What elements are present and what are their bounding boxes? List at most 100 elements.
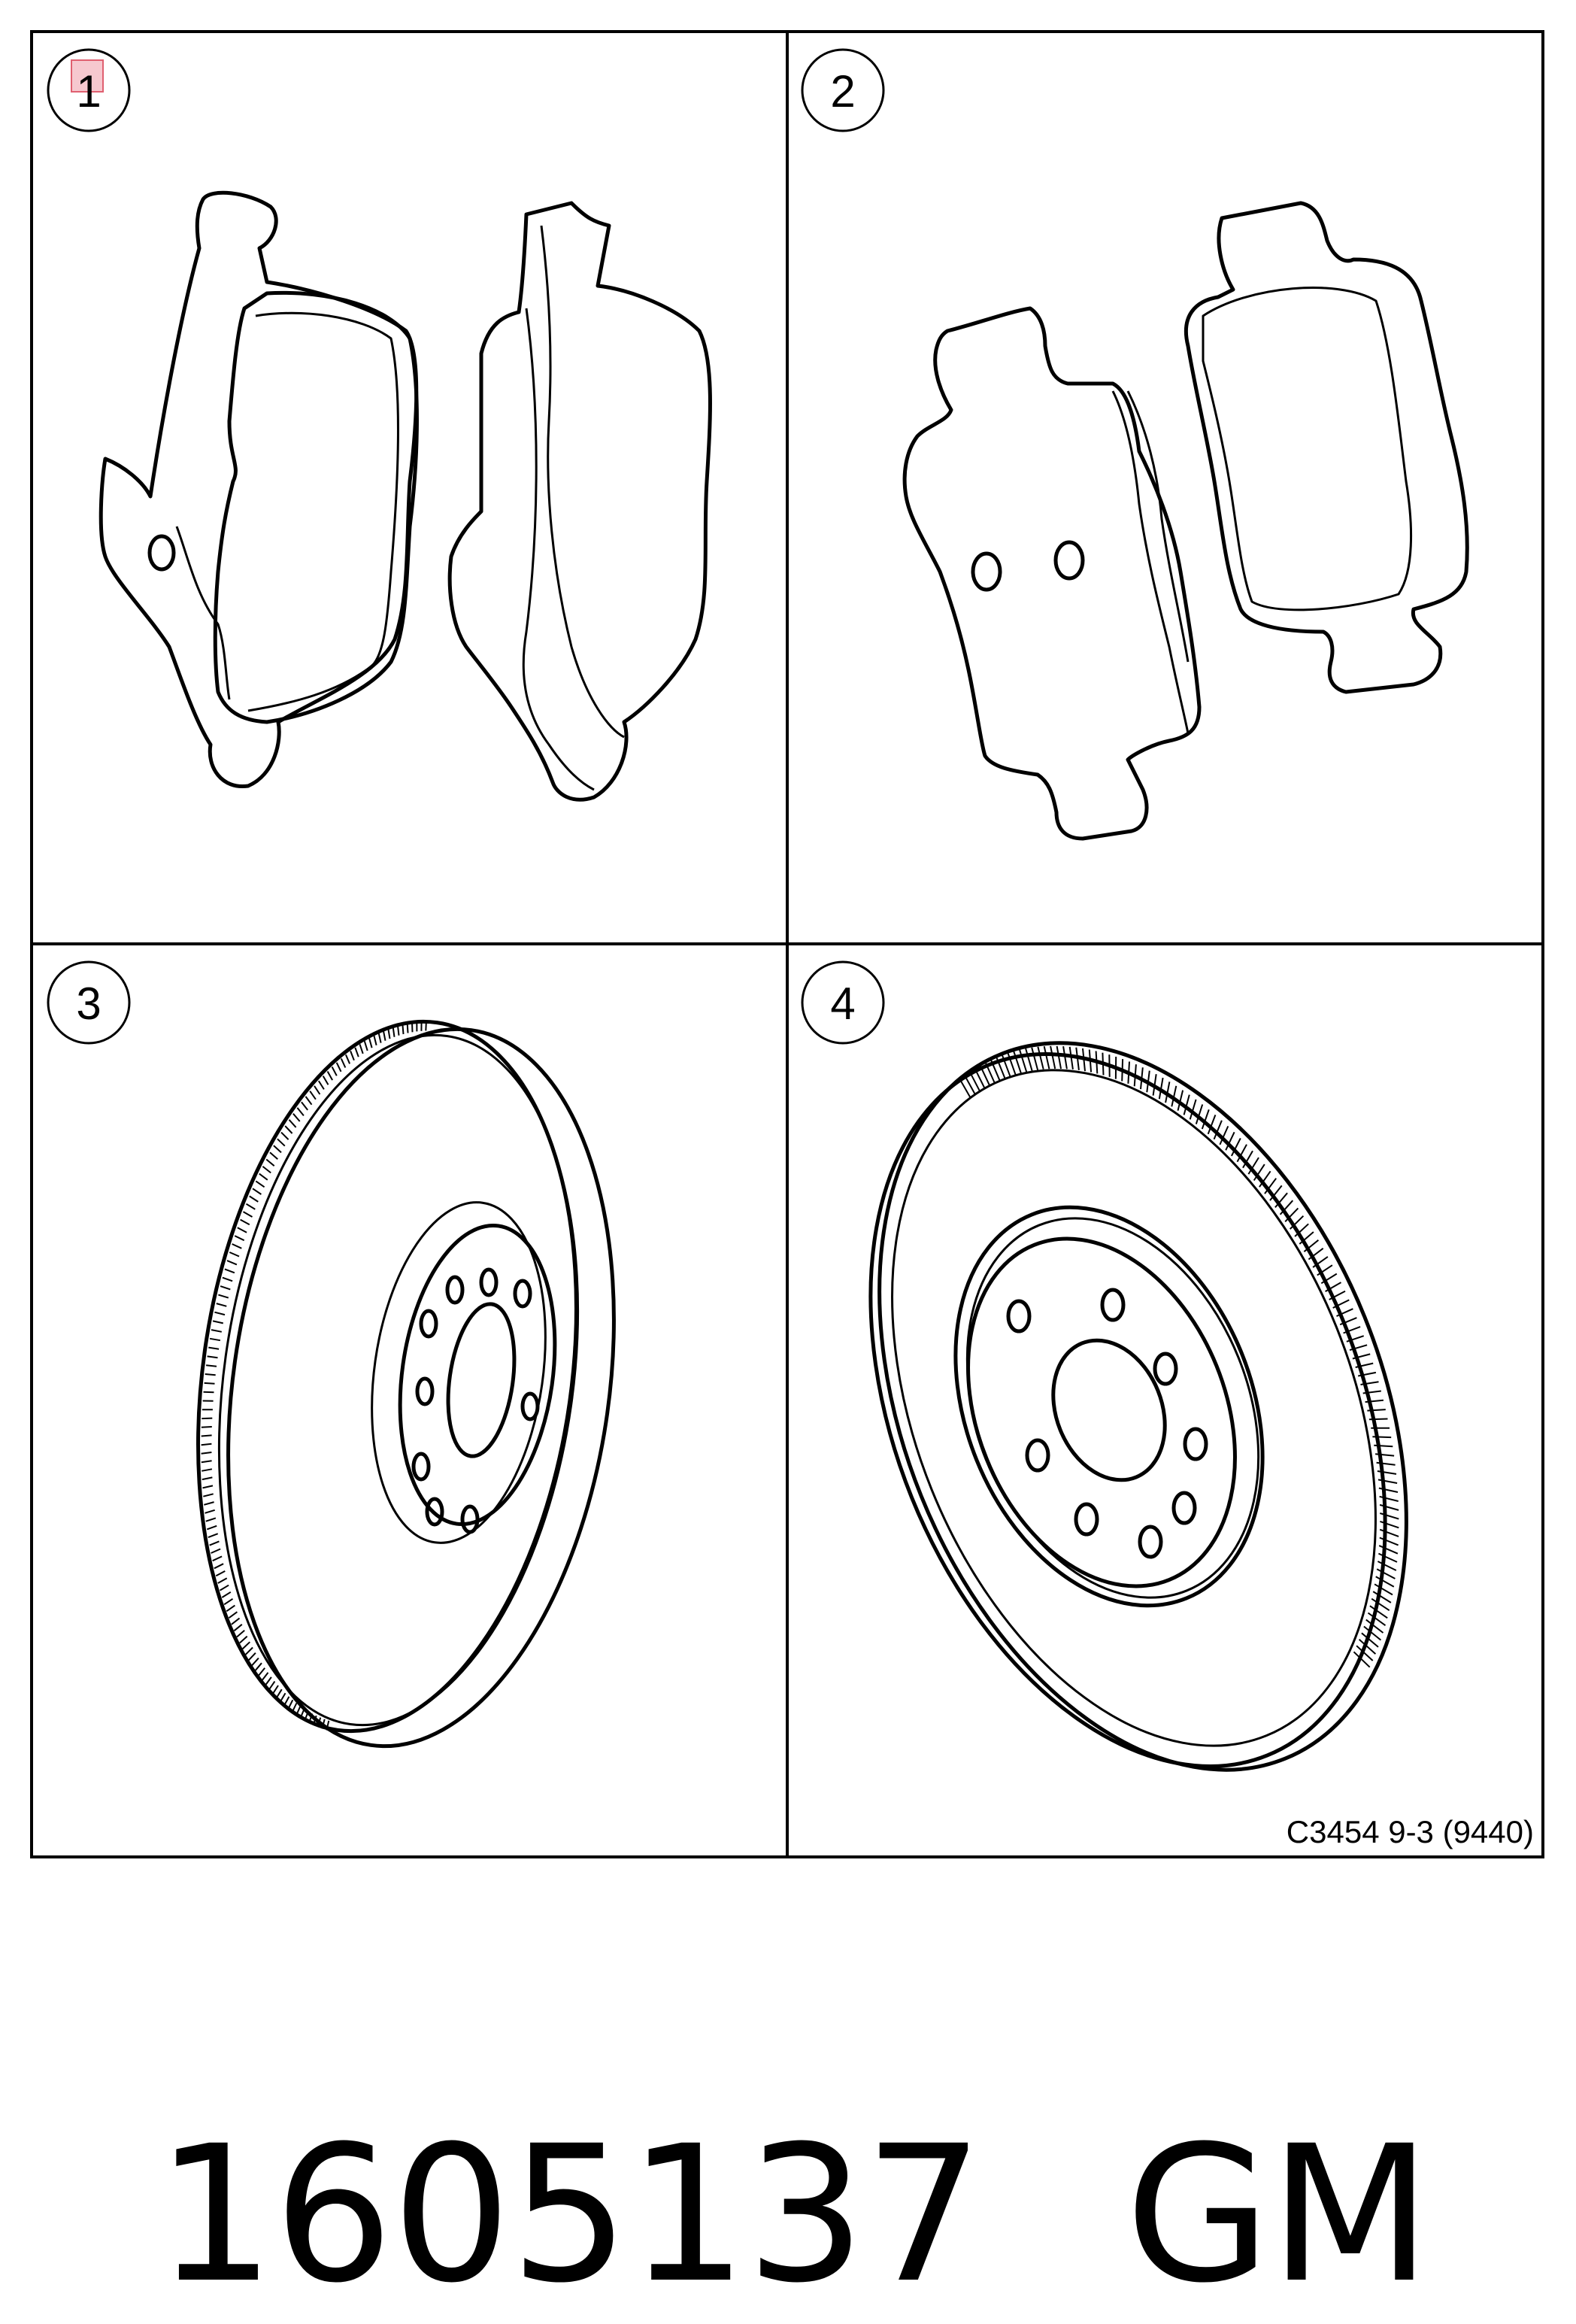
disc-vane [379, 1033, 381, 1043]
disc-vane [341, 1058, 346, 1067]
disc-vane [1057, 1046, 1061, 1069]
disc-vane [259, 1668, 265, 1676]
right-pad-inner-edge [541, 226, 624, 737]
disc-vane [211, 1549, 221, 1554]
disc-vane [314, 1086, 320, 1094]
disc-vane [1380, 1513, 1399, 1519]
disc-vane [1044, 1046, 1050, 1069]
disc-vane [1102, 1053, 1103, 1076]
disc-vane [253, 1188, 261, 1194]
disc-vane [1377, 1463, 1396, 1465]
disc-vane [302, 1102, 308, 1110]
disc-vane [306, 1097, 312, 1105]
disc-vane [398, 1026, 399, 1036]
disc-vane [293, 1114, 300, 1121]
disc-vane [959, 1078, 971, 1098]
front-disc-outer-rim [185, 1004, 658, 1771]
disc-vane [265, 1677, 271, 1685]
disc-vane [1128, 1062, 1129, 1084]
disc-vane [249, 1653, 256, 1661]
disc-vane [235, 1236, 244, 1240]
disc-vane [214, 1312, 225, 1315]
rear-pad-rivet-left [973, 554, 1000, 590]
disc-vane [1026, 1048, 1032, 1071]
rear-pad-back-plate [1186, 203, 1467, 692]
front-disc-bolt-hole [421, 1311, 436, 1336]
disc-vane [365, 1041, 368, 1051]
disc-vane [252, 1658, 259, 1666]
left-pad-inner-edge [248, 313, 398, 711]
disc-vane [218, 1578, 227, 1583]
disc-vane [1063, 1046, 1067, 1069]
rear-pad-back-friction [1203, 288, 1411, 610]
disc-vane [1141, 1067, 1143, 1089]
disc-vane [227, 1261, 237, 1264]
disc-vane [274, 1145, 281, 1152]
disc-vane [237, 1631, 244, 1637]
disc-vane [208, 1348, 219, 1349]
disc-vane [232, 1619, 240, 1625]
disc-vane [208, 1356, 218, 1358]
disc-vane [266, 1160, 274, 1167]
disc-vane [1135, 1064, 1136, 1086]
disc-vane [1378, 1554, 1397, 1562]
rear-disc-bolt-hole [1102, 1290, 1123, 1320]
rear-disc-vent-band [799, 999, 1468, 1818]
left-pad-rivet [150, 536, 174, 569]
disc-vane [229, 1612, 238, 1618]
disc-vane [1379, 1546, 1398, 1554]
disc-vane [241, 1220, 250, 1225]
disc-vane [277, 1689, 282, 1697]
disc-vane [247, 1204, 256, 1209]
disc-vane [310, 1091, 316, 1100]
disc-vane [232, 1244, 242, 1248]
disc-vane [225, 1269, 235, 1273]
disc-vane [277, 1139, 285, 1145]
rear-disc-bolt-hole [1140, 1527, 1161, 1557]
disc-vane [214, 1564, 223, 1568]
front-disc-center-bore [439, 1300, 523, 1461]
disc-vane [211, 1330, 222, 1332]
disc-vane [1375, 1454, 1394, 1455]
disc-vane [240, 1637, 247, 1643]
disc-vane [412, 1022, 413, 1032]
rear-disc-bolt-hole [1008, 1301, 1029, 1331]
front-brake-disc-illustration [155, 997, 657, 1772]
rear-disc-hub-face [919, 1199, 1284, 1627]
disc-vane [1378, 1479, 1397, 1483]
disc-vane [288, 1700, 292, 1709]
disc-vane [256, 1181, 264, 1187]
rear-disc-bolt-hole [1027, 1440, 1048, 1470]
disc-vane [202, 1435, 212, 1436]
disc-vane [1038, 1047, 1043, 1069]
parts-diagram-sheet: 1 2 3 4 [0, 0, 1576, 1895]
disc-vane [332, 1067, 337, 1076]
disc-vane [297, 1108, 304, 1116]
disc-vane [234, 1625, 241, 1631]
front-disc-bolt-hole [515, 1281, 530, 1306]
disc-vane [337, 1063, 341, 1072]
disc-vane [355, 1048, 359, 1057]
disc-vane [285, 1126, 292, 1133]
disc-vane [1032, 1048, 1038, 1070]
disc-vane [204, 1502, 214, 1505]
front-disc-bolt-hole [417, 1379, 432, 1404]
disc-vane [220, 1286, 230, 1289]
disc-vane [369, 1039, 372, 1048]
disc-vane [1090, 1050, 1091, 1072]
disc-vane [210, 1339, 220, 1340]
disc-vane [217, 1303, 227, 1306]
disc-vane [1050, 1046, 1055, 1069]
disc-vane [226, 1606, 235, 1612]
disc-vane [1380, 1530, 1399, 1537]
rear-disc-bolt-hole [1076, 1504, 1097, 1534]
disc-vane [1122, 1059, 1123, 1081]
brand-name: GM [1125, 2121, 1429, 2309]
rear-disc-bolt-hole [1185, 1429, 1206, 1459]
disc-vane [964, 1074, 975, 1094]
front-disc-back-rim [155, 997, 619, 1756]
panel-1-number: 1 [76, 66, 101, 117]
disc-vane [202, 1444, 212, 1446]
disc-vane [1377, 1569, 1395, 1579]
disc-vane [1369, 1419, 1388, 1420]
